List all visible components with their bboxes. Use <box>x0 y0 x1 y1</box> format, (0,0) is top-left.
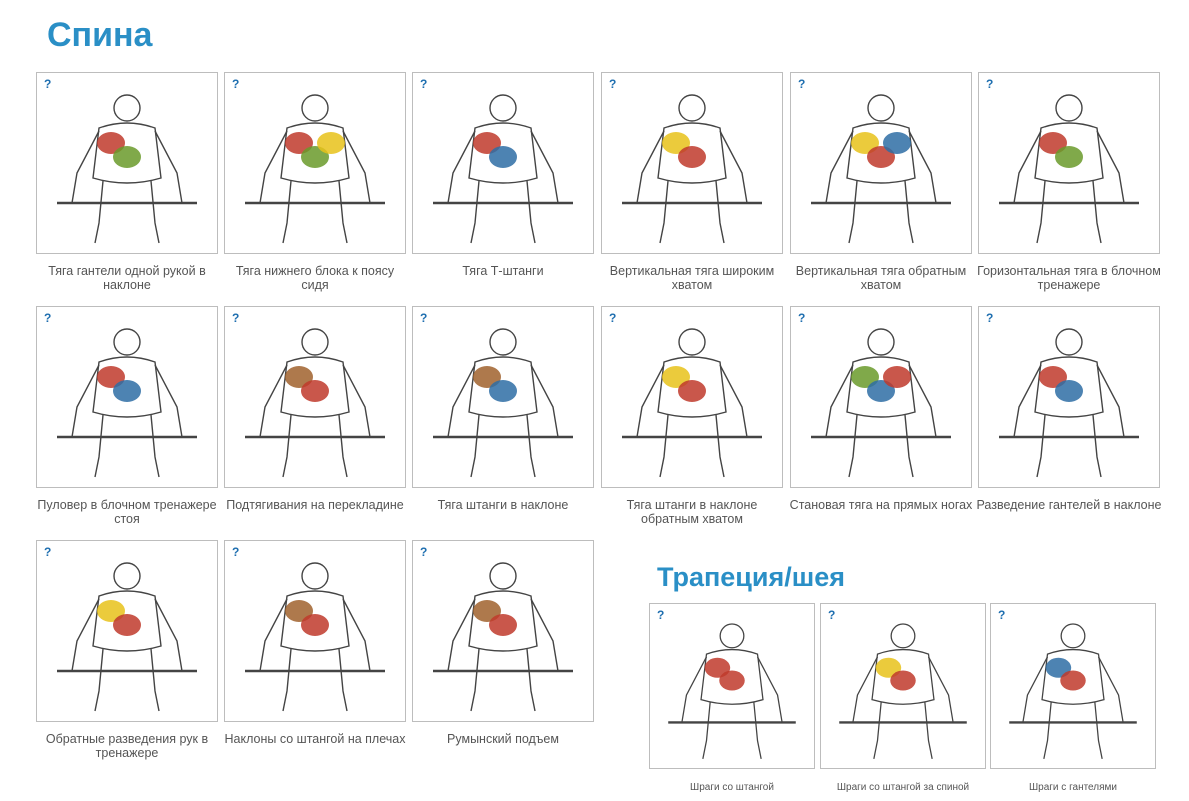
exercise-illustration <box>668 623 796 760</box>
help-icon[interactable]: ? <box>420 77 428 91</box>
exercise-illustration <box>811 328 951 478</box>
exercise-card: ? <box>649 603 815 769</box>
exercise-caption: Разведение гантелей в наклоне <box>976 498 1162 512</box>
exercise-card: ? <box>36 540 218 722</box>
exercise-caption: Пуловер в блочном тренажере стоя <box>37 498 217 526</box>
help-icon[interactable]: ? <box>232 311 240 325</box>
exercise-illustration <box>433 328 573 478</box>
exercise-card: ? <box>601 72 783 254</box>
help-icon[interactable]: ? <box>420 545 428 559</box>
exercise-caption: Тяга штанги в наклоне <box>437 498 569 512</box>
exercise-caption: Тяга гантели одной рукой в наклоне <box>48 264 206 292</box>
exercise-caption: Подтягивания на перекладине <box>226 498 404 512</box>
exercise-illustration <box>57 94 197 244</box>
exercise-illustration <box>1009 623 1137 760</box>
help-icon[interactable]: ? <box>998 608 1006 622</box>
help-icon[interactable]: ? <box>609 311 617 325</box>
exercise-card: ? <box>990 603 1156 769</box>
exercise-caption: Становая тяга на прямых ногах <box>789 498 973 512</box>
help-icon[interactable]: ? <box>44 545 52 559</box>
exercise-illustration <box>999 328 1139 478</box>
exercise-illustration <box>839 623 967 760</box>
exercise-illustration <box>999 94 1139 244</box>
exercise-illustration <box>622 328 762 478</box>
exercise-card: ? <box>790 72 972 254</box>
help-icon[interactable]: ? <box>232 545 240 559</box>
exercise-caption: Горизонтальная тяга в блочном тренажере <box>977 264 1161 292</box>
exercise-illustration <box>433 94 573 244</box>
exercise-illustration <box>245 94 385 244</box>
help-icon[interactable]: ? <box>986 77 994 91</box>
help-icon[interactable]: ? <box>420 311 428 325</box>
section-title-traps: Трапеция/шея <box>657 562 846 592</box>
exercise-caption: Шраги со штангой за спиной <box>836 782 970 793</box>
help-icon[interactable]: ? <box>44 311 52 325</box>
exercise-illustration <box>811 94 951 244</box>
exercise-caption: Тяга штанги в наклоне обратным хватом <box>626 498 758 526</box>
exercise-card: ? <box>978 72 1160 254</box>
exercise-card: ? <box>224 540 406 722</box>
exercise-card: ? <box>412 72 594 254</box>
exercise-caption: Обратные разведения рук в тренажере <box>45 732 209 760</box>
exercise-card: ? <box>412 540 594 722</box>
exercise-illustration <box>57 562 197 712</box>
help-icon[interactable]: ? <box>44 77 52 91</box>
help-icon[interactable]: ? <box>798 77 806 91</box>
help-icon[interactable]: ? <box>986 311 994 325</box>
exercise-card: ? <box>224 72 406 254</box>
exercise-illustration <box>57 328 197 478</box>
help-icon[interactable]: ? <box>609 77 617 91</box>
exercise-card: ? <box>224 306 406 488</box>
exercise-caption: Вертикальная тяга широким хватом <box>609 264 775 292</box>
exercise-card: ? <box>36 72 218 254</box>
exercise-caption: Шраги со штангой <box>690 782 774 793</box>
exercise-caption: Румынский подъем <box>447 732 559 746</box>
exercise-illustration <box>245 562 385 712</box>
exercise-card: ? <box>790 306 972 488</box>
exercise-card: ? <box>978 306 1160 488</box>
help-icon[interactable]: ? <box>828 608 836 622</box>
help-icon[interactable]: ? <box>657 608 665 622</box>
help-icon[interactable]: ? <box>232 77 240 91</box>
exercise-card: ? <box>36 306 218 488</box>
exercise-caption: Шраги с гантелями <box>1029 782 1117 793</box>
exercise-caption: Наклоны со штангой на плечах <box>224 732 406 746</box>
exercise-card: ? <box>820 603 986 769</box>
exercise-illustration <box>433 562 573 712</box>
exercise-card: ? <box>412 306 594 488</box>
exercise-card: ? <box>601 306 783 488</box>
exercise-illustration <box>622 94 762 244</box>
exercise-caption: Тяга нижнего блока к поясу сидя <box>235 264 395 292</box>
section-title-back: Спина <box>47 16 153 54</box>
exercise-caption: Тяга Т-штанги <box>462 264 544 278</box>
help-icon[interactable]: ? <box>798 311 806 325</box>
exercise-caption: Вертикальная тяга обратным хватом <box>795 264 967 292</box>
exercise-illustration <box>245 328 385 478</box>
